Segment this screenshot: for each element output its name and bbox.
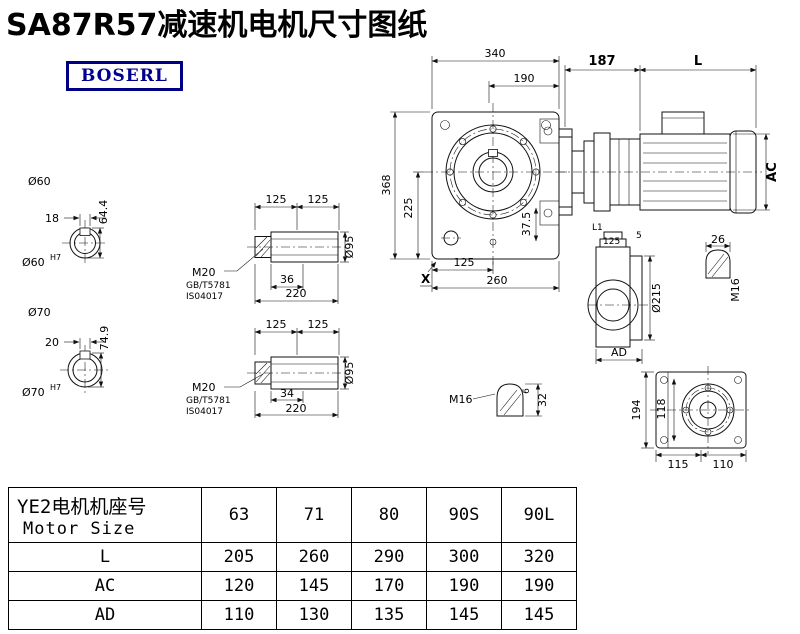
cell: 145: [276, 571, 352, 601]
row-label-AC: AC: [8, 571, 202, 601]
table-row-L: L 205 260 290 300 320: [8, 542, 577, 572]
dim-d70h7-fit: H7: [50, 383, 61, 392]
dim-d95: Ø95: [343, 362, 356, 385]
shaft-end-view-60: 18 64.4 Ø60 Ø60 H7: [22, 175, 110, 269]
dim-125: 125: [266, 318, 287, 331]
thread-callout-m20: M20: [192, 266, 216, 279]
cell: 290: [351, 542, 427, 572]
standard-iso: IS04017: [186, 292, 223, 302]
table-header-row: YE2电机机座号 Motor Size 63 71 80 90S 90L: [8, 487, 577, 543]
dim-118: 118: [655, 399, 668, 420]
cell: 300: [426, 542, 502, 572]
shaft-side-view-2: 125 125 M20 GB/T5781 IS04017 34 220: [186, 318, 356, 418]
dim-220: 220: [286, 287, 307, 300]
cell: 130: [276, 600, 352, 630]
dim-d70: Ø70: [28, 306, 51, 319]
row-label-AD: AD: [8, 600, 202, 630]
cell: 110: [201, 600, 277, 630]
dim-115: 115: [668, 458, 689, 471]
dim-34: 34: [280, 387, 294, 400]
thread-callout-m20: M20: [192, 381, 216, 394]
dim-d60: Ø60: [28, 175, 51, 188]
dim-220: 220: [286, 402, 307, 415]
cell: 320: [501, 542, 577, 572]
page-title: SA87R57减速机电机尺寸图纸: [6, 8, 428, 43]
cell: 190: [426, 571, 502, 601]
dim-36: 36: [280, 273, 294, 286]
dim-125: 125: [266, 193, 287, 206]
size-80: 80: [351, 487, 427, 543]
motor-size-header-en: Motor Size: [23, 518, 136, 539]
dim-225: 225: [402, 198, 415, 219]
dim-110: 110: [713, 458, 734, 471]
gearbox-front-view: 37.5 340 190 368 225 125 260 X: [380, 47, 567, 292]
dim-6: 6: [522, 388, 532, 394]
motor-size-header: YE2电机机座号 Motor Size: [8, 487, 202, 543]
row-label-L: L: [8, 542, 202, 572]
dim-20: 20: [45, 336, 59, 349]
motor-side-view: 187 L AC: [556, 54, 780, 216]
standard-iso: IS04017: [186, 407, 223, 417]
dim-74-9: 74.9: [98, 326, 111, 351]
dim-340: 340: [485, 47, 506, 60]
x-marker: X: [421, 272, 431, 286]
dim-26: 26: [711, 233, 725, 246]
thread-callout-m16: M16: [729, 278, 742, 302]
cell: 145: [426, 600, 502, 630]
dim-AC: AC: [765, 162, 780, 182]
dim-L: L: [694, 54, 702, 69]
dim-d95: Ø95: [343, 236, 356, 259]
gearbox-side-view: L1 125 5 Ø215 AD: [587, 223, 663, 364]
dim-32: 32: [536, 393, 549, 407]
dim-125: 125: [308, 193, 329, 206]
cell: 260: [276, 542, 352, 572]
plug-detail: M16 6 32: [449, 383, 549, 417]
shaft-end-view-70: 20 74.9 Ø70 Ø70 H7: [22, 306, 111, 399]
dim-37-5: 37.5: [520, 212, 533, 237]
dim-125: 125: [308, 318, 329, 331]
dim-18: 18: [45, 212, 59, 225]
dim-d70h7: Ø70: [22, 386, 45, 399]
dim-187: 187: [588, 54, 615, 69]
dim-260: 260: [487, 274, 508, 287]
dim-AD: AD: [611, 346, 627, 359]
dim-125: 125: [603, 237, 620, 247]
cell: 135: [351, 600, 427, 630]
cell: 170: [351, 571, 427, 601]
dimension-table: YE2电机机座号 Motor Size 63 71 80 90S 90L L 2…: [8, 487, 577, 630]
cell: 145: [501, 600, 577, 630]
dim-194: 194: [630, 400, 643, 421]
cell: 205: [201, 542, 277, 572]
dim-5: 5: [636, 231, 642, 241]
dim-d60h7: Ø60: [22, 256, 45, 269]
dim-L1: L1: [592, 223, 603, 233]
dim-368: 368: [380, 175, 393, 196]
size-63: 63: [201, 487, 277, 543]
size-90s: 90S: [426, 487, 502, 543]
table-row-AD: AD 110 130 135 145 145: [8, 600, 577, 630]
cell: 120: [201, 571, 277, 601]
size-71: 71: [276, 487, 352, 543]
dim-d215: Ø215: [650, 283, 663, 313]
gearbox-rear-view: 194 118 115 110: [630, 366, 752, 471]
dim-d60h7-fit: H7: [50, 253, 61, 262]
dim-190: 190: [514, 72, 535, 85]
standard-gb: GB/T5781: [186, 281, 231, 291]
shaft-side-view-1: 125 125 M20 GB/T5781 IS04017 36 220: [186, 193, 356, 304]
thread-callout-m16: M16: [449, 393, 473, 406]
dim-64-4: 64.4: [97, 200, 110, 225]
standard-gb: GB/T5781: [186, 396, 231, 406]
dim-125: 125: [454, 256, 475, 269]
key-detail-right: 26 M16: [705, 233, 742, 302]
boserl-logo: BOSERL: [66, 61, 183, 91]
cell: 190: [501, 571, 577, 601]
boserl-logo-text: BOSERL: [81, 66, 168, 86]
motor-size-header-cn: YE2电机机座号: [17, 495, 147, 518]
size-90l: 90L: [501, 487, 577, 543]
table-row-AC: AC 120 145 170 190 190: [8, 571, 577, 601]
